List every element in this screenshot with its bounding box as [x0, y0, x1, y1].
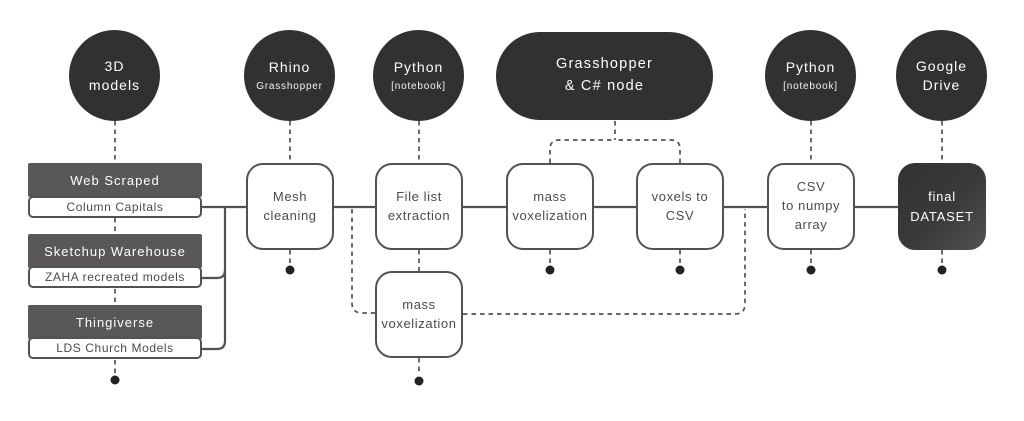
node-python-notebook-1: Python [notebook] [373, 30, 464, 121]
node-python-2-title: Python [785, 58, 836, 75]
source-web-scraped-header: Web Scraped [28, 163, 202, 197]
box-final-dataset: final DATASET [898, 163, 986, 250]
source-sketchup-item: ZAHA recreated models [28, 266, 202, 288]
node-python-2-subtitle: [notebook] [783, 80, 838, 92]
source-thingiverse-item: LDS Church Models [28, 337, 202, 359]
box-voxels-to-csv: voxels to CSV [636, 163, 724, 250]
box-mass-voxelization-line1: mass [533, 188, 567, 204]
node-google-drive: Google Drive [896, 30, 987, 121]
box-mesh-cleaning: Mesh cleaning [246, 163, 334, 250]
node-grasshopper-csharp-line2: & C# node [564, 78, 645, 94]
node-3d-models-line1: 3D [104, 57, 125, 74]
source-web-scraped-item-label: Column Capitals [66, 200, 164, 214]
node-rhino-grasshopper: Rhino Grasshopper [244, 30, 335, 121]
node-python-1-title: Python [393, 58, 444, 75]
box-mass-voxelization-alt-line2: voxelization [381, 315, 457, 331]
source-sketchup-header-label: Sketchup Warehouse [44, 243, 186, 259]
source-web-scraped-header-label: Web Scraped [70, 172, 160, 188]
terminal-dots [110, 265, 947, 386]
node-python-notebook-2: Python [notebook] [765, 30, 856, 121]
node-rhino-subtitle: Grasshopper [256, 80, 323, 92]
box-mass-voxelization-alt: mass voxelization [375, 271, 463, 358]
box-csv-to-numpy-line1: CSV [796, 179, 826, 195]
source-sketchup-item-label: ZAHA recreated models [45, 270, 185, 284]
box-mesh-cleaning-line1: Mesh [272, 188, 308, 204]
box-csv-to-numpy-line3: array [794, 216, 828, 232]
source-web-scraped-item: Column Capitals [28, 196, 202, 218]
node-3d-models: 3D models [69, 30, 160, 121]
box-final-dataset-line2: DATASET [910, 208, 974, 224]
box-voxels-to-csv-line1: voxels to [651, 188, 709, 204]
box-mass-voxelization-alt-line1: mass [402, 296, 436, 312]
node-rhino-title: Rhino [268, 58, 311, 75]
node-3d-models-line2: models [88, 76, 141, 93]
box-mass-voxelization-line2: voxelization [512, 207, 588, 223]
box-csv-to-numpy-line2: to numpy [781, 198, 841, 214]
box-mesh-cleaning-line2: cleaning [263, 207, 317, 223]
box-file-list-extraction-line1: File list [396, 188, 442, 204]
box-voxels-to-csv-line2: CSV [665, 207, 695, 223]
node-grasshopper-csharp: Grasshopper & C# node [496, 32, 713, 120]
source-sketchup-header: Sketchup Warehouse [28, 234, 202, 268]
node-grasshopper-csharp-line1: Grasshopper [555, 56, 654, 73]
source-thingiverse-header-label: Thingiverse [75, 314, 155, 330]
source-thingiverse-item-label: LDS Church Models [56, 341, 174, 355]
box-file-list-extraction-line2: extraction [387, 207, 451, 223]
node-python-1-subtitle: [notebook] [391, 80, 446, 92]
node-google-drive-line2: Drive [922, 76, 961, 93]
box-file-list-extraction: File list extraction [375, 163, 463, 250]
box-mass-voxelization: mass voxelization [506, 163, 594, 250]
source-thingiverse-header: Thingiverse [28, 305, 202, 339]
node-google-drive-line1: Google [915, 57, 968, 74]
box-final-dataset-line1: final [928, 189, 956, 204]
box-csv-to-numpy-array: CSV to numpy array [767, 163, 855, 250]
